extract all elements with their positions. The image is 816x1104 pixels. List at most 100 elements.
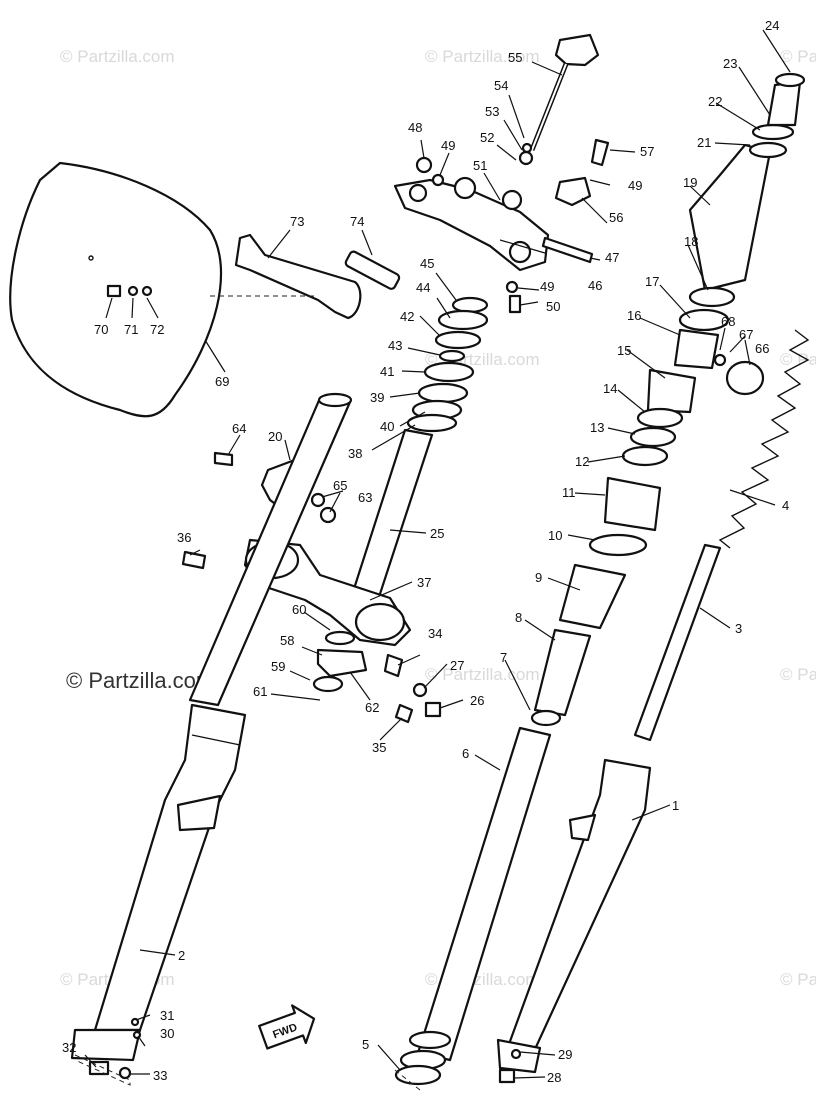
callout-6: 6 bbox=[462, 746, 469, 761]
callout-69: 69 bbox=[215, 374, 229, 389]
callout-54: 54 bbox=[494, 78, 508, 93]
callout-52: 52 bbox=[480, 130, 494, 145]
bolt-shape bbox=[508, 294, 522, 314]
spring-seat-shape bbox=[766, 80, 802, 127]
circlip-shape bbox=[588, 533, 648, 557]
callout-25: 25 bbox=[430, 526, 444, 541]
callout-50: 50 bbox=[546, 299, 560, 314]
nut-shape bbox=[505, 280, 519, 294]
watermark: © Partzilla.com bbox=[425, 665, 540, 684]
callout-37: 37 bbox=[417, 575, 431, 590]
watermark: © Partzilla.com bbox=[780, 350, 816, 369]
callout-51: 51 bbox=[473, 158, 487, 173]
guide-plate-shape bbox=[312, 675, 344, 693]
fwd-arrow-badge: FWD bbox=[258, 1004, 316, 1050]
callout-46: 46 bbox=[588, 278, 602, 293]
washer-shape bbox=[127, 285, 139, 297]
ring-shape bbox=[394, 1064, 442, 1086]
clamp-shape bbox=[554, 176, 592, 207]
callout-56: 56 bbox=[609, 210, 623, 225]
callout-36: 36 bbox=[177, 530, 191, 545]
washer-shape bbox=[510, 1048, 522, 1060]
washer-shape bbox=[130, 1017, 140, 1027]
callout-44: 44 bbox=[416, 280, 430, 295]
callout-28: 28 bbox=[547, 1070, 561, 1085]
fork-spring-shape bbox=[718, 329, 810, 549]
callout-49: 49 bbox=[441, 138, 455, 153]
piston-shape bbox=[533, 628, 592, 717]
callout-3: 3 bbox=[735, 621, 742, 636]
callout-74: 74 bbox=[350, 214, 364, 229]
callout-21: 21 bbox=[697, 135, 711, 150]
watermark: © Partzilla.com bbox=[780, 970, 816, 989]
callout-13: 13 bbox=[590, 420, 604, 435]
steering-knob-shape bbox=[554, 33, 600, 67]
callout-26: 26 bbox=[470, 693, 484, 708]
callout-73: 73 bbox=[290, 214, 304, 229]
boss-shape bbox=[176, 794, 222, 832]
bolt-shape bbox=[424, 701, 442, 718]
guide-shape bbox=[673, 328, 720, 370]
callout-53: 53 bbox=[485, 104, 499, 119]
bracket-hole-shape bbox=[501, 189, 523, 211]
washer-shape bbox=[629, 426, 677, 448]
callout-61: 61 bbox=[253, 684, 267, 699]
callout-1: 1 bbox=[672, 798, 679, 813]
washer-shape bbox=[412, 682, 428, 698]
small-part-shape bbox=[521, 142, 533, 154]
fork-cover-shape bbox=[688, 143, 772, 292]
callout-9: 9 bbox=[535, 570, 542, 585]
bracket-hole-shape bbox=[508, 240, 532, 264]
callout-4: 4 bbox=[782, 498, 789, 513]
callout-55: 55 bbox=[508, 50, 522, 65]
washer-shape bbox=[118, 1066, 132, 1080]
washer-shape bbox=[678, 308, 730, 332]
callout-15: 15 bbox=[617, 343, 631, 358]
callout-65: 65 bbox=[333, 478, 347, 493]
cap-shape bbox=[181, 550, 207, 570]
race-shape bbox=[434, 330, 482, 350]
watermark: © Partzilla.com bbox=[780, 47, 816, 66]
race-shape bbox=[406, 413, 458, 433]
callout-63: 63 bbox=[358, 490, 372, 505]
cap-shape bbox=[774, 72, 806, 88]
washer-shape bbox=[713, 353, 727, 367]
dust-seal-shape bbox=[646, 368, 697, 414]
leader-lines bbox=[84, 29, 791, 1079]
washer-shape bbox=[438, 349, 466, 363]
callout-31: 31 bbox=[160, 1008, 174, 1023]
callout-38: 38 bbox=[348, 446, 362, 461]
bracket-hole-shape bbox=[408, 183, 428, 203]
inner-tube-shape bbox=[416, 726, 552, 1062]
bolt-shape bbox=[498, 1068, 516, 1084]
watermark-main: © Partzilla.com bbox=[66, 668, 214, 693]
callout-71: 71 bbox=[124, 322, 138, 337]
race-shape bbox=[451, 296, 489, 314]
plate-stay-shape bbox=[234, 233, 362, 320]
callout-62: 62 bbox=[365, 700, 379, 715]
callout-16: 16 bbox=[627, 308, 641, 323]
callout-10: 10 bbox=[548, 528, 562, 543]
callout-8: 8 bbox=[515, 610, 522, 625]
dashed-guide-line bbox=[74, 1054, 131, 1086]
callout-57: 57 bbox=[640, 144, 654, 159]
callout-43: 43 bbox=[388, 338, 402, 353]
callout-49: 49 bbox=[540, 279, 554, 294]
callout-12: 12 bbox=[575, 454, 589, 469]
race-shape bbox=[417, 382, 469, 404]
callout-14: 14 bbox=[603, 381, 617, 396]
callout-27: 27 bbox=[450, 658, 464, 673]
stay-rubber-shape bbox=[344, 250, 401, 290]
washer-shape bbox=[688, 286, 736, 308]
callout-42: 42 bbox=[400, 309, 414, 324]
callout-70: 70 bbox=[94, 322, 108, 337]
callout-58: 58 bbox=[280, 633, 294, 648]
washer-shape bbox=[324, 630, 356, 646]
washer-shape bbox=[636, 407, 684, 429]
washer-shape bbox=[621, 445, 669, 467]
race-shape bbox=[423, 361, 475, 383]
callout-40: 40 bbox=[380, 419, 394, 434]
callout-59: 59 bbox=[271, 659, 285, 674]
callout-49: 49 bbox=[628, 178, 642, 193]
pin-shape bbox=[383, 653, 404, 678]
